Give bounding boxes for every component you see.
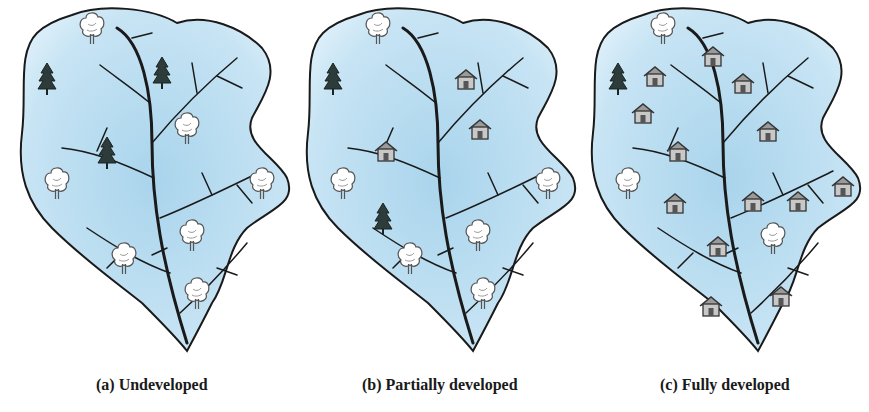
panel-caption: (b) Partially developed <box>362 376 518 394</box>
watershed-c <box>592 8 861 351</box>
watershed-b <box>307 8 576 351</box>
panel-caption: (c) Fully developed <box>660 376 790 394</box>
watershed-a <box>21 8 290 351</box>
panel-caption: (a) Undeveloped <box>96 376 208 394</box>
